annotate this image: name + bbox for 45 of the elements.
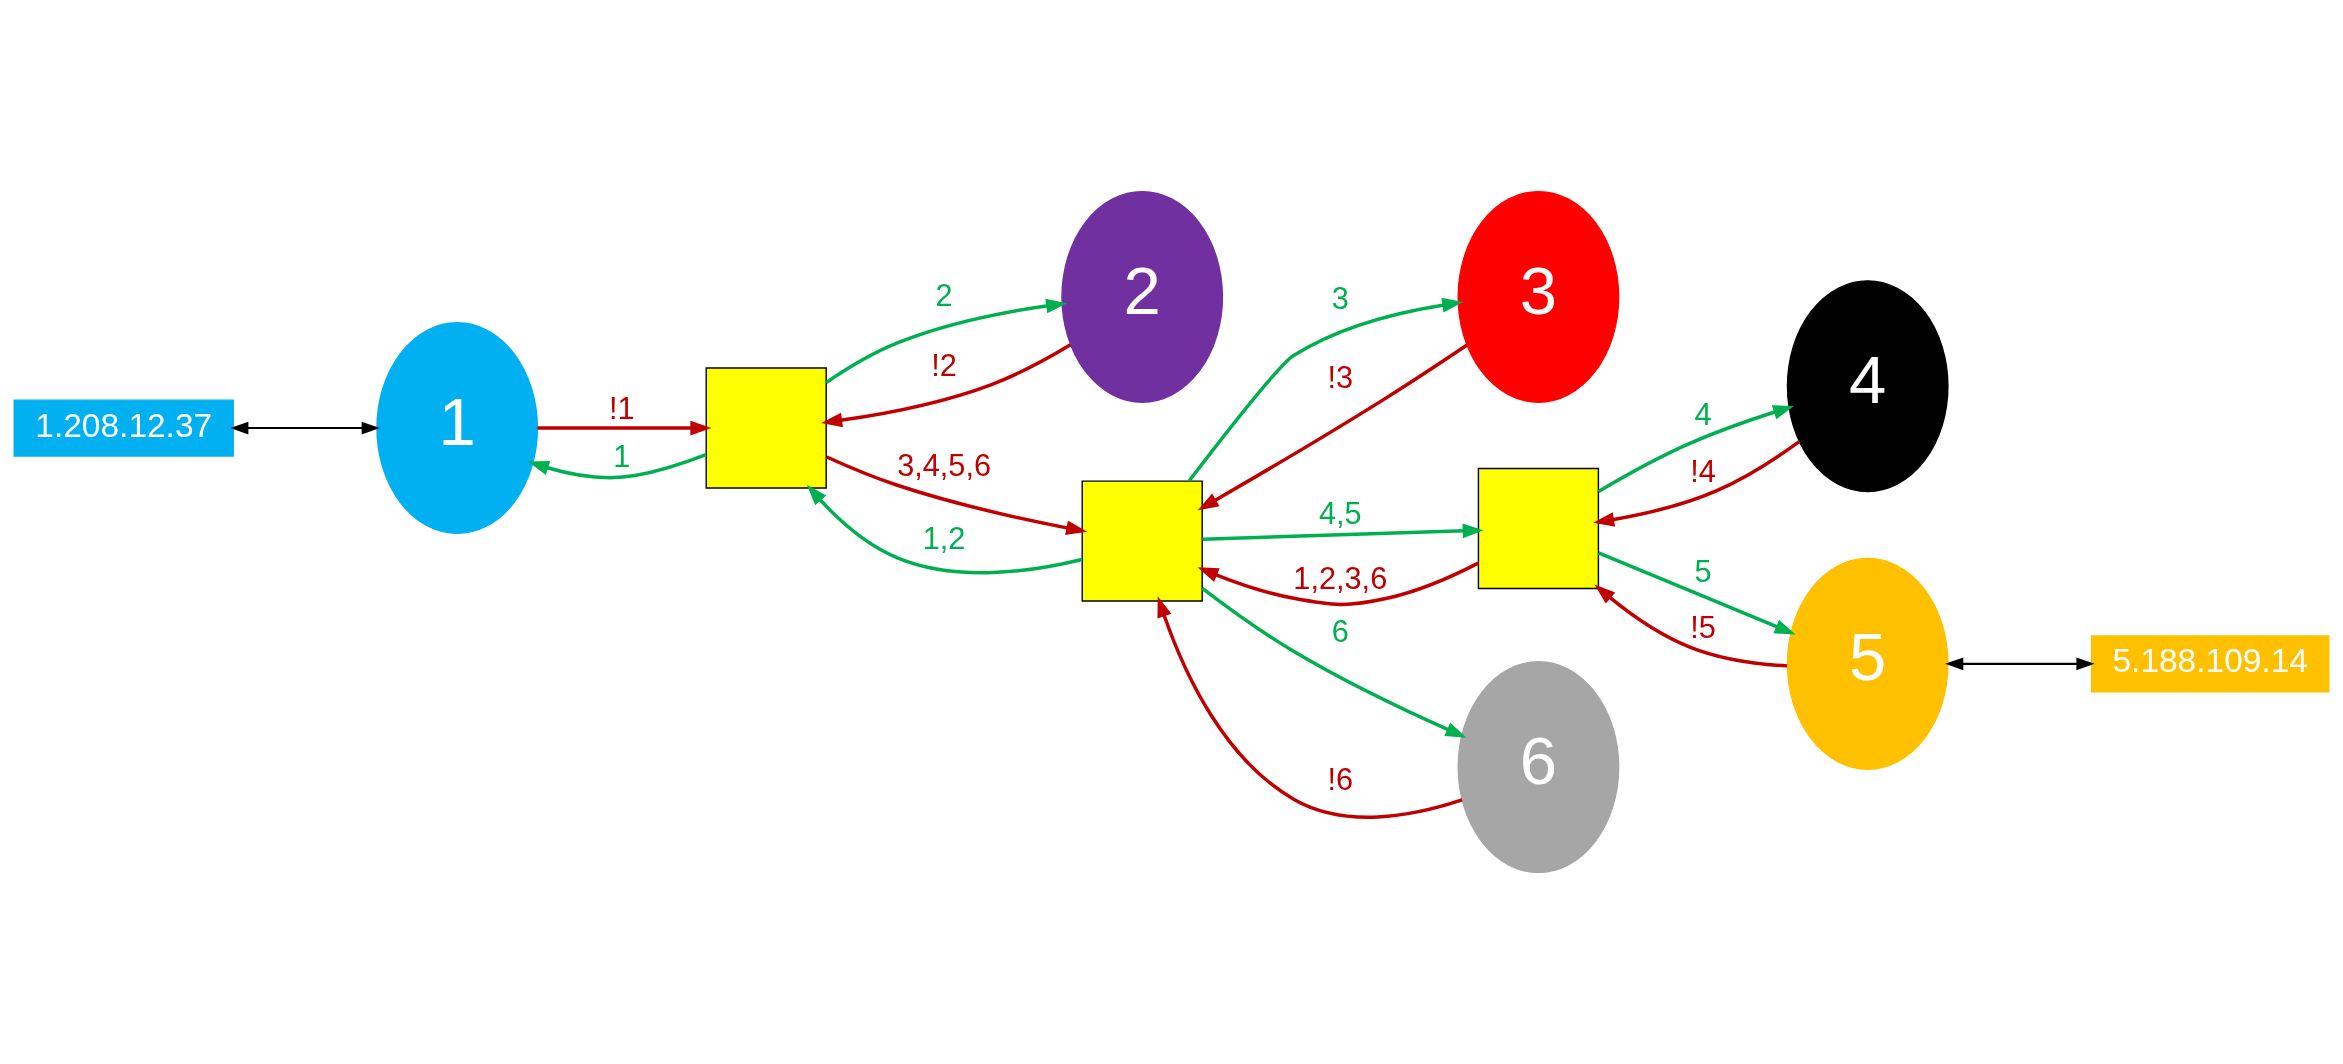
node-box [705, 367, 827, 489]
arrow [1197, 343, 1468, 511]
arrow [806, 484, 1083, 575]
node-box [1477, 467, 1600, 590]
arrow [1597, 405, 1795, 493]
edge-label: !5 [1690, 610, 1716, 646]
arrow [537, 420, 712, 436]
edge-label: 4,5 [1318, 495, 1362, 531]
edge-label: 6 [1331, 614, 1349, 650]
node-ellipse: 5 [1786, 557, 1949, 770]
arrow [230, 421, 380, 435]
edge-label: 3 [1331, 280, 1349, 316]
node-ellipse: 4 [1786, 280, 1949, 493]
arrow [1197, 561, 1479, 607]
edge-label: 1,2 [922, 520, 966, 556]
node-box [1081, 480, 1203, 602]
arrow [1187, 297, 1464, 482]
node-box: 5.188.109.14 [2090, 635, 2330, 693]
node-ellipse: 1 [376, 322, 539, 535]
edge-label: 2 [935, 278, 953, 314]
edge-label: !2 [931, 347, 957, 383]
arrow [821, 343, 1072, 428]
edge-label: 1,2,3,6 [1293, 561, 1388, 597]
edge-label: !4 [1690, 453, 1716, 489]
arrow [1202, 523, 1484, 541]
edge-label: 4 [1694, 396, 1712, 432]
arrow [826, 455, 1088, 536]
arrow [1594, 584, 1788, 668]
arrow [1945, 657, 2095, 671]
edge-label: !1 [609, 391, 635, 427]
arrow [528, 452, 707, 480]
edge-label: 3,4,5,6 [897, 448, 992, 484]
edge-label: !3 [1327, 360, 1354, 396]
arrow [1201, 586, 1467, 738]
node-ellipse: 6 [1457, 661, 1620, 874]
node-ellipse: 3 [1457, 190, 1620, 403]
node-box: 1.208.12.37 [13, 399, 234, 457]
edge-label: 5 [1694, 554, 1712, 590]
arrow [1593, 440, 1801, 527]
arrow [1157, 596, 1463, 819]
arrow [825, 298, 1068, 384]
edge-label: !6 [1327, 762, 1354, 798]
node-ellipse: 2 [1061, 190, 1224, 403]
edge-label: 1 [613, 438, 631, 474]
arrow [1597, 551, 1796, 635]
